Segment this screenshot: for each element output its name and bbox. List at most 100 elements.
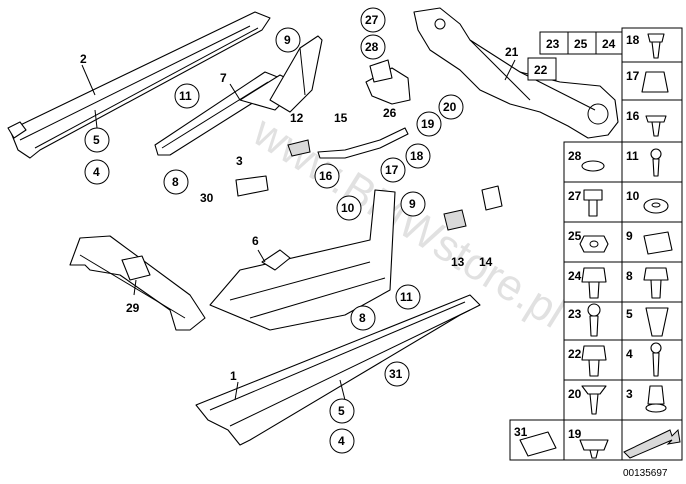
fastener-table: 18 17 16 11 10 9 8 5 4 3 28 27 25 24 23 … (509, 27, 683, 461)
svg-text:17: 17 (626, 69, 640, 83)
hex-bolt-22-icon (581, 345, 607, 377)
svg-text:4: 4 (338, 434, 345, 448)
svg-text:14: 14 (479, 255, 493, 269)
hex-bolt-27-icon (583, 189, 603, 217)
clip-3-icon (645, 385, 667, 413)
svg-text:31: 31 (389, 367, 403, 381)
callout-28-top: 28 (360, 34, 386, 60)
hex-bolt-24-icon (581, 267, 607, 299)
callout-5-upper: 5 (84, 127, 110, 153)
clip-31-icon (519, 431, 557, 457)
svg-text:19: 19 (568, 427, 582, 441)
callout-3: 3 (236, 154, 243, 168)
svg-text:8: 8 (626, 269, 633, 283)
svg-text:7: 7 (220, 71, 227, 85)
screw-4-icon (650, 342, 662, 377)
callout-8-upper: 8 (163, 169, 189, 195)
callout-26: 26 (383, 106, 397, 120)
svg-text:29: 29 (126, 301, 140, 315)
callout-9-upper: 9 (275, 27, 301, 53)
callout-13: 13 (451, 255, 465, 269)
callout-21: 21 (505, 45, 519, 59)
callout-4-lower: 4 (329, 428, 355, 454)
svg-text:31: 31 (514, 425, 528, 439)
callout-20-mid: 20 (438, 94, 464, 120)
svg-text:12: 12 (290, 111, 304, 125)
svg-text:4: 4 (626, 347, 633, 361)
bracket-part-28 (369, 59, 393, 83)
callout-17: 17 (380, 157, 406, 183)
bracket-part-9-upper (269, 35, 323, 113)
arrow-icon (623, 428, 681, 459)
svg-text:5: 5 (93, 133, 100, 147)
callout-23-box: 23 (546, 37, 560, 51)
callout-15: 15 (334, 111, 348, 125)
svg-text:8: 8 (359, 311, 366, 325)
screw-23-icon (587, 303, 601, 337)
stay-part-15 (317, 127, 409, 159)
svg-text:5: 5 (338, 404, 345, 418)
washer-28-icon (581, 160, 605, 172)
callout-16: 16 (314, 163, 340, 189)
svg-text:9: 9 (284, 33, 291, 47)
svg-text:10: 10 (626, 189, 640, 203)
svg-text:11: 11 (626, 149, 639, 163)
expansion-nut-5-icon (645, 307, 669, 337)
push-rivet-19-icon (579, 439, 609, 459)
svg-text:16: 16 (626, 109, 640, 123)
svg-text:18: 18 (410, 149, 424, 163)
svg-text:5: 5 (626, 307, 633, 321)
clip-part-14 (481, 185, 503, 211)
svg-text:4: 4 (93, 165, 100, 179)
svg-text:2: 2 (80, 52, 87, 66)
svg-text:15: 15 (334, 111, 348, 125)
bracket-part-30 (235, 175, 269, 197)
callout-1: 1 (230, 369, 237, 383)
svg-text:28: 28 (365, 40, 379, 54)
svg-text:20: 20 (443, 100, 457, 114)
callout-box-22 (527, 57, 557, 81)
callout-4-upper: 4 (84, 159, 110, 185)
svg-text:1: 1 (230, 369, 237, 383)
svg-text:25: 25 (568, 229, 582, 243)
hex-bolt-8-icon (643, 267, 669, 299)
callout-18-mid: 18 (405, 143, 431, 169)
svg-text:11: 11 (179, 89, 192, 103)
svg-text:26: 26 (383, 106, 397, 120)
callout-7: 7 (220, 71, 227, 85)
svg-text:24: 24 (568, 269, 582, 283)
callout-10: 10 (336, 195, 362, 221)
block-part-12 (287, 139, 311, 157)
callout-22-box: 22 (534, 63, 548, 77)
callout-8-mid: 8 (350, 305, 376, 331)
crossmember-part-21 (413, 7, 619, 139)
callout-11-upper: 11 (174, 83, 200, 109)
svg-text:22: 22 (534, 63, 548, 77)
rail-part-2 (7, 11, 271, 159)
svg-text:21: 21 (505, 45, 519, 59)
clip-part-13 (443, 209, 467, 231)
svg-text:6: 6 (252, 234, 259, 248)
speed-nut-9-icon (643, 231, 673, 255)
expansion-rivet-16-icon (645, 115, 667, 137)
callout-5-lower: 5 (329, 398, 355, 424)
svg-text:9: 9 (626, 229, 633, 243)
svg-text:8: 8 (172, 175, 179, 189)
callout-19-mid: 19 (416, 111, 442, 137)
svg-text:3: 3 (626, 387, 633, 401)
callout-6: 6 (252, 234, 259, 248)
callout-14: 14 (479, 255, 493, 269)
svg-text:16: 16 (319, 169, 333, 183)
svg-text:17: 17 (385, 163, 399, 177)
svg-text:11: 11 (400, 290, 413, 304)
callout-2: 2 (80, 52, 87, 66)
callout-31-diagram: 31 (384, 361, 410, 387)
screw-18-icon (647, 33, 665, 59)
callout-30: 30 (200, 191, 214, 205)
svg-text:19: 19 (421, 117, 435, 131)
svg-text:3: 3 (236, 154, 243, 168)
svg-text:18: 18 (626, 33, 640, 47)
rivet-20-icon (581, 385, 607, 415)
diagram-id: 00135697 (623, 468, 668, 479)
flange-nut-10-icon (643, 198, 669, 214)
